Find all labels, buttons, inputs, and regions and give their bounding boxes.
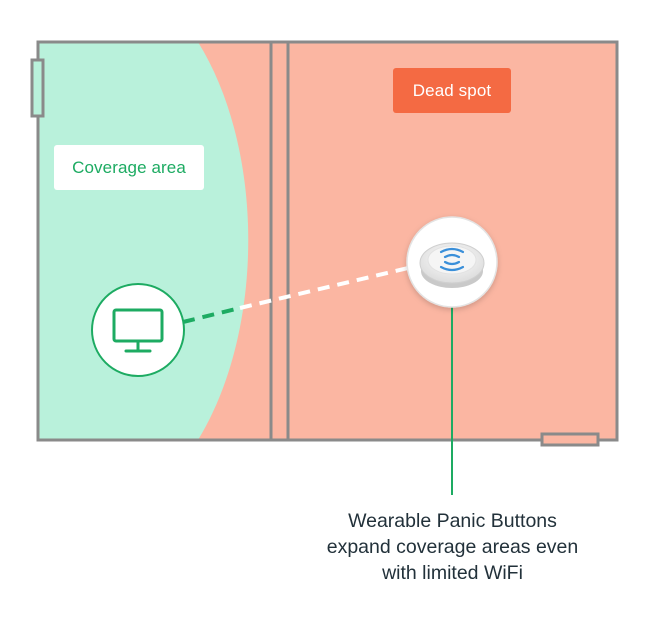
- panic-button-caption: Wearable Panic Buttons expand coverage a…: [290, 508, 615, 586]
- panic-button-node: [406, 216, 498, 308]
- monitor-icon: [112, 308, 164, 353]
- coverage-area-label: Coverage area: [54, 145, 204, 190]
- connection-line-covered: [182, 306, 241, 324]
- connection-line-extended: [239, 266, 409, 310]
- dead-spot-label: Dead spot: [393, 68, 511, 113]
- device-node: [91, 283, 185, 377]
- coverage-area: [38, 42, 249, 440]
- outer-wall: [36, 40, 619, 442]
- wifi-signal-icon: [439, 247, 465, 272]
- interior-wall: [269, 40, 290, 442]
- caption-line: expand coverage areas even: [326, 536, 579, 558]
- caption-line: Wearable Panic Buttons: [348, 510, 557, 532]
- bottom-door: [540, 432, 600, 447]
- left-door: [30, 58, 45, 118]
- caption-line: with limited WiFi: [382, 562, 523, 584]
